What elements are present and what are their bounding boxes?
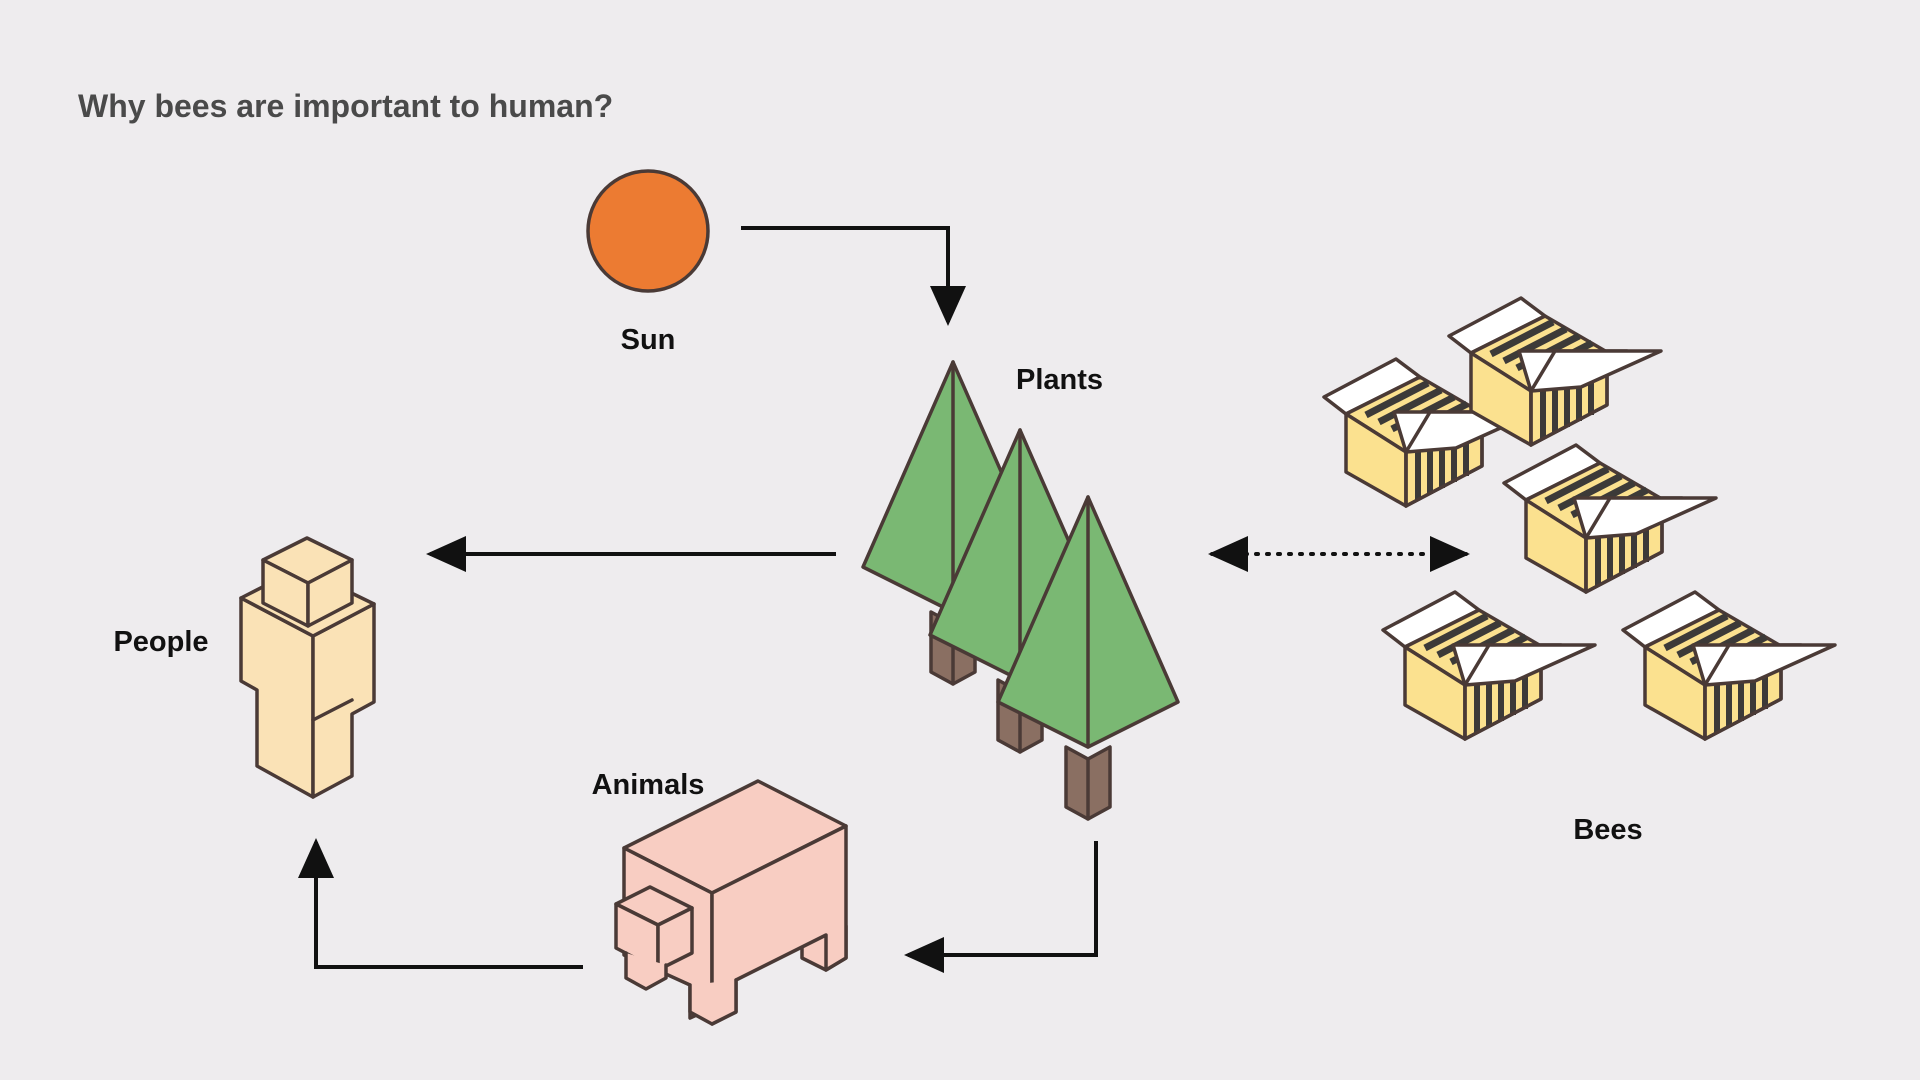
blocky-pig-icon	[614, 779, 848, 1026]
blocky-person-icon	[239, 536, 376, 799]
diagram-title: Why bees are important to human?	[78, 88, 613, 124]
plants-label: Plants	[1016, 364, 1103, 396]
sun-icon	[586, 169, 710, 293]
bees-label: Bees	[1573, 814, 1642, 846]
beehive-icon	[1324, 298, 1835, 739]
arrow-plants-to-animals	[904, 841, 1098, 973]
arrow-animals-to-people	[298, 838, 583, 969]
people-label: People	[113, 626, 208, 658]
sun-label: Sun	[621, 324, 676, 356]
pine-trees-icon	[861, 360, 1180, 821]
animals-label: Animals	[592, 769, 705, 801]
arrow-sun-to-plants	[741, 226, 966, 326]
